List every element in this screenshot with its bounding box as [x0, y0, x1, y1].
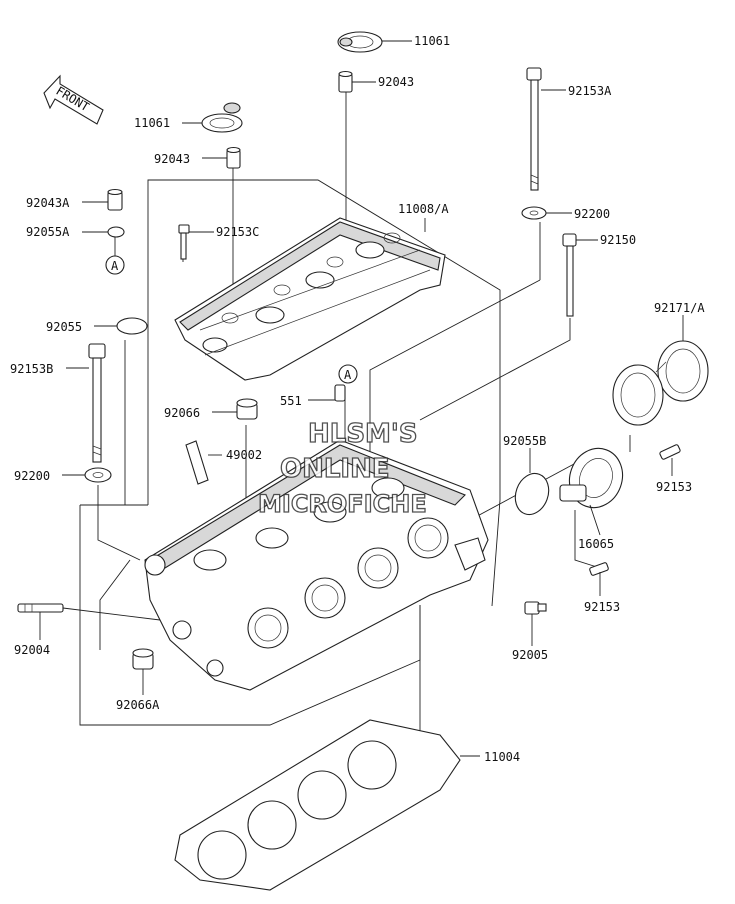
stud-92004: [17, 603, 64, 613]
bolt-92153C: [178, 224, 190, 260]
watermark: HLSM'S ONLINE MICROFICHE: [257, 418, 427, 518]
label-92043-top: 92043: [378, 75, 414, 89]
label-92200-top: 92200: [574, 207, 610, 221]
label-92200-left: 92200: [14, 469, 50, 483]
housing-16065: [559, 447, 624, 509]
oring-92055A: [107, 226, 125, 238]
label-92055A: 92055A: [26, 225, 70, 239]
label-11004: 11004: [484, 750, 520, 764]
label-92055: 92055: [46, 320, 82, 334]
bolt-92153-right-upper: [659, 444, 681, 460]
bolt-92153A: [526, 67, 542, 191]
label-551: 551: [280, 394, 302, 408]
valve-guide-49002: [185, 440, 209, 485]
nut-92066A: [132, 648, 154, 670]
dowel-92043-left: [226, 146, 241, 169]
camshaft-holder-11008A: [174, 217, 446, 381]
oring-92055: [116, 317, 148, 335]
bolt-92153B: [88, 343, 106, 463]
seal-11061-left: [201, 102, 243, 133]
label-92004: 92004: [14, 643, 50, 657]
label-11008A: 11008/A: [398, 202, 449, 216]
assembly-guide-lines: [79, 92, 631, 760]
bolt-92150: [562, 233, 577, 317]
pin-551: [334, 384, 346, 402]
washer-92200-left: [84, 467, 112, 483]
label-92043-left: 92043: [154, 152, 190, 166]
watermark-line-3: MICROFICHE: [258, 490, 427, 518]
oring-92055B: [514, 472, 550, 516]
washer-92200-top: [521, 206, 547, 220]
callout-a-mid-label: A: [344, 368, 352, 382]
label-92066A: 92066A: [116, 698, 160, 712]
label-92055B: 92055B: [503, 434, 546, 448]
label-92150: 92150: [600, 233, 636, 247]
label-92153B: 92153B: [10, 362, 53, 376]
label-49002: 49002: [226, 448, 262, 462]
label-92066: 92066: [164, 406, 200, 420]
callout-a-left-label: A: [111, 259, 119, 273]
label-92153-a: 92153: [656, 480, 692, 494]
label-11061-top: 11061: [414, 34, 450, 48]
label-92153A: 92153A: [568, 84, 612, 98]
dowel-92043-top: [338, 70, 353, 93]
callout-a-left: A: [105, 255, 125, 275]
bolt-92153-right-lower: [589, 562, 609, 576]
label-16065: 16065: [578, 537, 614, 551]
cylinder-head: [144, 439, 489, 691]
callout-a-mid: A: [338, 364, 358, 384]
head-gasket-11004: [174, 719, 461, 891]
label-92153C: 92153C: [216, 225, 259, 239]
label-92171A: 92171/A: [654, 301, 705, 315]
fitting-92005: [524, 601, 547, 615]
label-11061-left: 11061: [134, 116, 170, 130]
cap-92171A: [612, 340, 709, 426]
part-labels: 11061 92043 92153A 11061 92043 11008/A 9…: [10, 34, 705, 764]
nut-92066: [236, 398, 258, 420]
front-arrow-icon: FRONT: [43, 74, 104, 125]
seal-11061-top: [337, 31, 383, 53]
label-92005: 92005: [512, 648, 548, 662]
label-92043A: 92043A: [26, 196, 70, 210]
dowel-92043A: [107, 188, 123, 211]
watermark-line-1: HLSM'S: [308, 419, 418, 449]
watermark-line-2: ONLINE: [280, 454, 390, 484]
leader-lines: [39, 40, 684, 757]
label-92153-b: 92153: [584, 600, 620, 614]
